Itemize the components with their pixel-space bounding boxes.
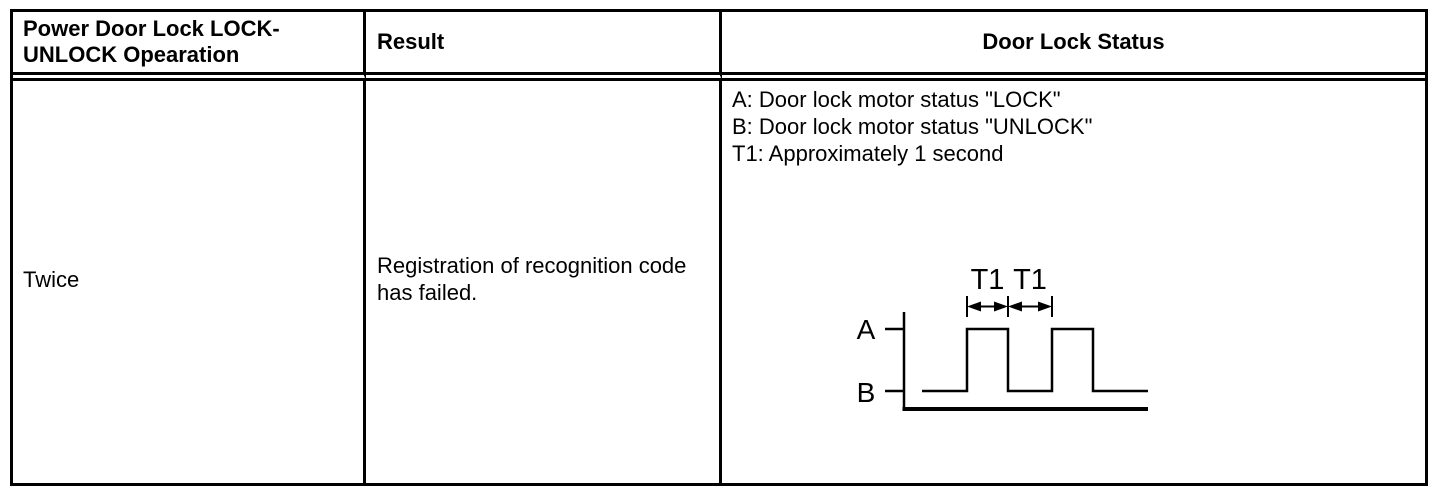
operation-value: Twice	[23, 266, 80, 292]
header-cell-result: Result	[366, 12, 722, 81]
legend-line-a: A: Door lock motor status "LOCK"	[732, 87, 1061, 112]
cell-door-lock-status: A: Door lock motor status "LOCK" B: Door…	[722, 81, 1425, 483]
t1-arrow-2-head-right	[1038, 301, 1052, 312]
cell-operation-value: Twice	[13, 81, 366, 483]
legend-line-t1: T1: Approximately 1 second	[732, 141, 1004, 166]
level-a-label: A	[857, 314, 876, 345]
waveform-diagram: T1 T1 A B	[857, 264, 1148, 411]
t1-label-2: T1	[1013, 264, 1047, 296]
header-result-label: Result	[377, 29, 445, 54]
door-lock-status-table: Power Door Lock LOCK-UNLOCK Opearation R…	[10, 9, 1428, 486]
pulse-waveform	[922, 327, 1148, 393]
level-b-label: B	[857, 377, 876, 408]
status-legend: A: Door lock motor status "LOCK" B: Door…	[732, 86, 1092, 167]
legend-line-b: B: Door lock motor status "UNLOCK"	[732, 114, 1093, 139]
t1-label-1: T1	[971, 264, 1005, 296]
t1-arrow-1-head-right	[994, 301, 1008, 312]
t1-arrow-2-head-left	[1008, 301, 1022, 312]
header-operation-label: Power Door Lock LOCK-UNLOCK Opearation	[23, 16, 280, 67]
header-cell-operation: Power Door Lock LOCK-UNLOCK Opearation	[13, 12, 366, 81]
t1-arrow-1-head-left	[967, 301, 981, 312]
header-cell-door-lock-status: Door Lock Status	[722, 12, 1425, 81]
result-value: Registration of recognition code has fai…	[377, 253, 687, 305]
header-door-lock-status-label: Door Lock Status	[982, 29, 1165, 54]
cell-result-value: Registration of recognition code has fai…	[366, 81, 722, 483]
